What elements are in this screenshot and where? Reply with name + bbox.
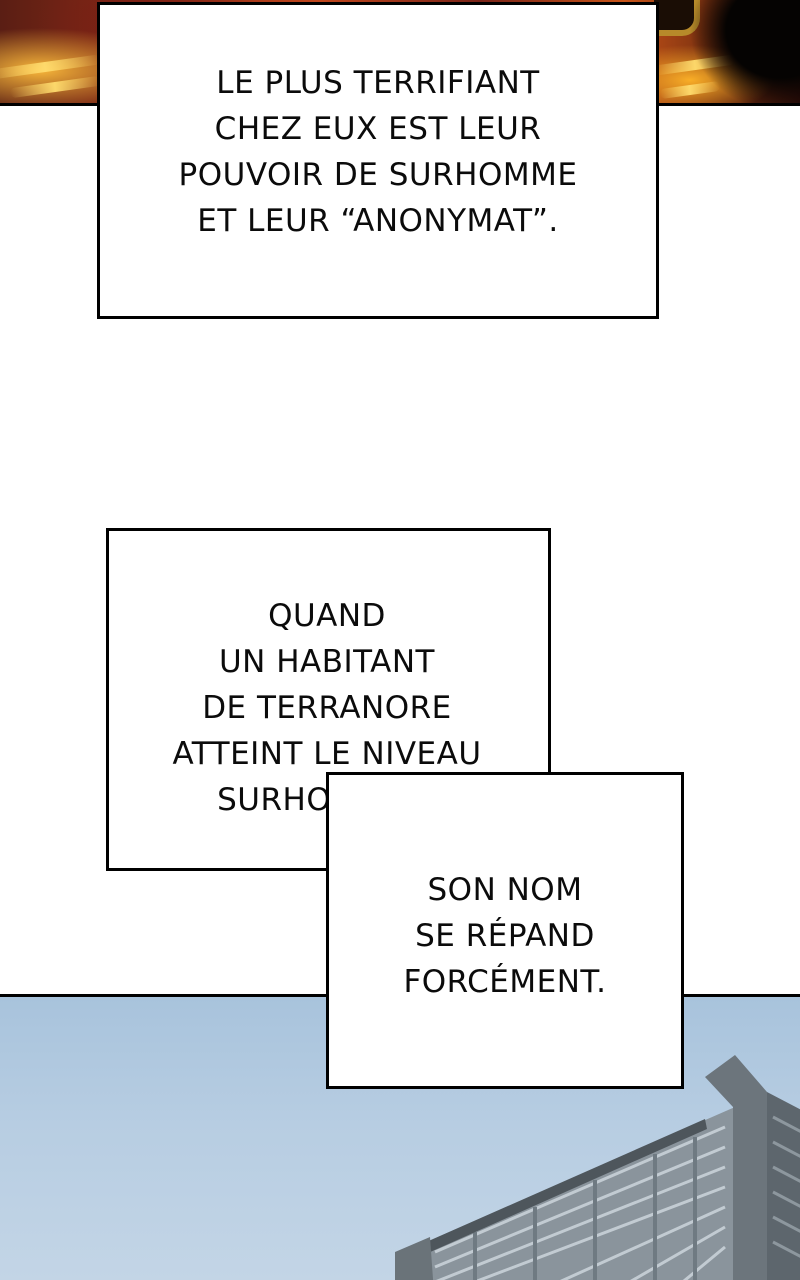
building-louvers [434,1125,726,1280]
building-roof-edge [415,1119,707,1257]
building-mullions [473,1137,697,1280]
building-side-lines [772,1115,800,1258]
caption-box-name-spreads: SON NOM SE RÉPAND FORCÉMENT. [326,772,684,1089]
building-corner-column [705,1055,767,1280]
caption-box-anonymity: LE PLUS TERRIFIANT CHEZ EUX EST LEUR POU… [97,2,659,319]
caption-text: LE PLUS TERRIFIANT CHEZ EUX EST LEUR POU… [178,64,578,239]
fire-streak [0,54,101,80]
building-side [767,1092,800,1280]
office-building [395,1055,800,1280]
caption-joiner [329,775,548,868]
fire-streak [9,75,101,99]
dark-silhouette [670,0,800,103]
caption-text: SON NOM SE RÉPAND FORCÉMENT. [403,872,607,1000]
building-left-cap [395,1237,434,1280]
